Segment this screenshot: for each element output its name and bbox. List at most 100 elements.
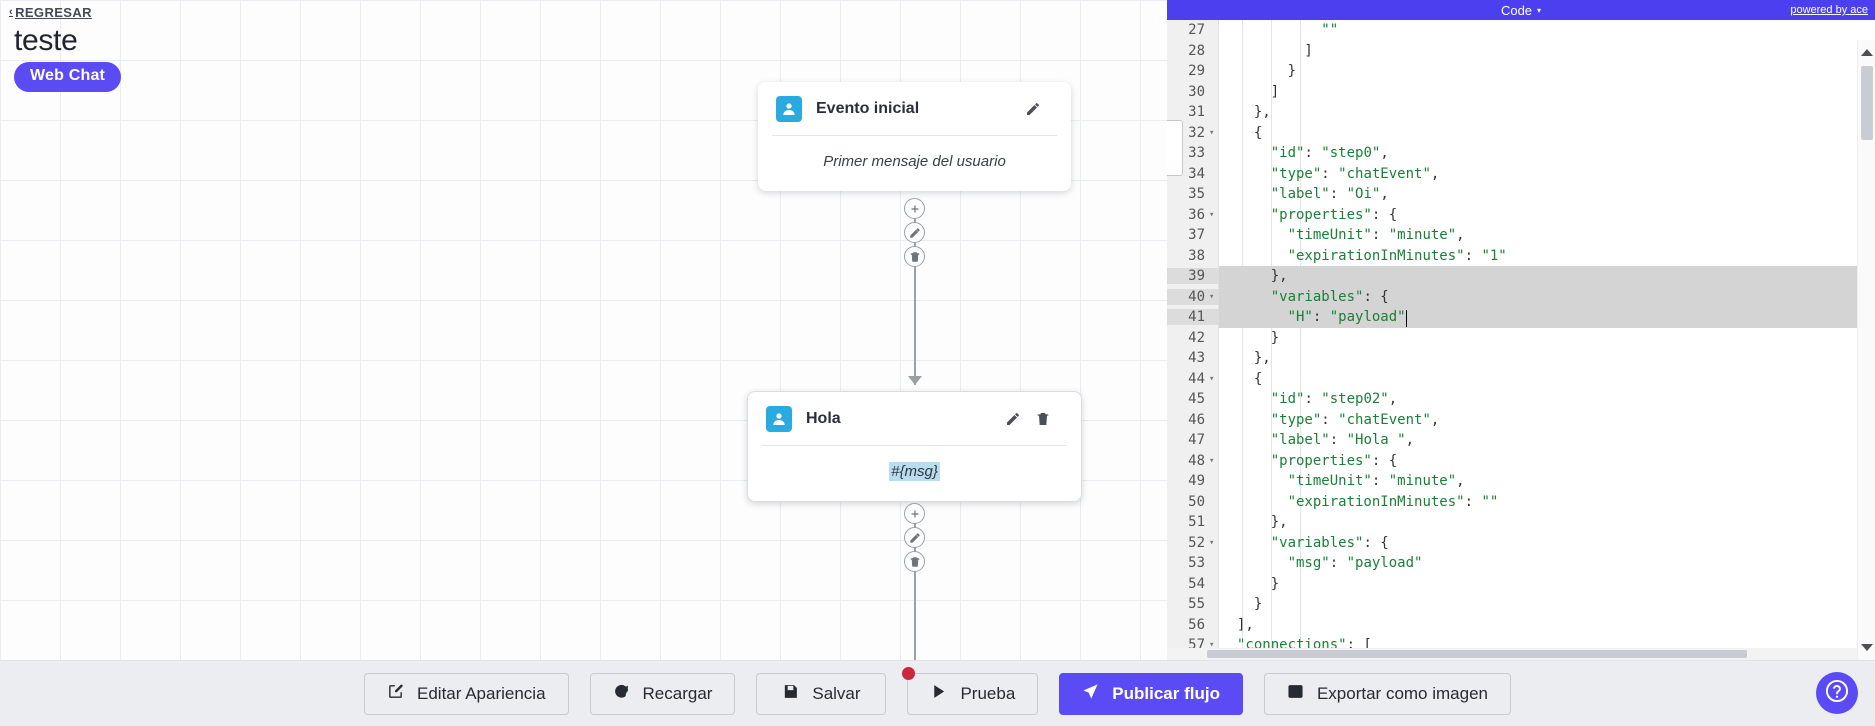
code-line[interactable]: 35 "label": "Oi", [1167, 184, 1875, 205]
test-button[interactable]: Prueba [902, 666, 1039, 715]
code-line[interactable]: 39 }, [1167, 266, 1875, 287]
code-fold-toggle-icon[interactable]: ▾ [1209, 373, 1215, 384]
pencil-icon[interactable] [904, 222, 925, 243]
page-title: teste [14, 24, 78, 57]
code-fold-toggle-icon[interactable]: ▾ [1209, 127, 1215, 138]
code-line[interactable]: 50 "expirationInMinutes": "" [1167, 492, 1875, 513]
code-fold-toggle-icon[interactable]: ▾ [1209, 291, 1215, 302]
code-line[interactable]: 29 } [1167, 61, 1875, 82]
code-line[interactable]: 30 ] [1167, 82, 1875, 103]
line-text: "id": "step0", [1270, 145, 1389, 162]
code-line[interactable]: 37 "timeUnit": "minute", [1167, 225, 1875, 246]
code-line[interactable]: 56], [1167, 615, 1875, 636]
code-line[interactable]: 33 "id": "step0", [1167, 143, 1875, 164]
code-line[interactable]: 32▾ { [1167, 123, 1875, 144]
selection-highlight [1219, 307, 1875, 328]
line-number: 52 [1188, 534, 1205, 551]
line-text: "variables": { [1270, 534, 1389, 551]
code-fold-toggle-icon[interactable]: ▾ [1209, 537, 1215, 548]
code-fold-toggle-icon[interactable]: ▾ [1209, 640, 1215, 651]
line-number: 29 [1188, 63, 1205, 80]
flow-node-evento-inicial[interactable]: Evento inicial Primer mensaje del usuari… [758, 82, 1071, 191]
code-line[interactable]: 53 "msg": "payload" [1167, 553, 1875, 574]
line-number: 43 [1188, 350, 1205, 367]
trash-icon[interactable] [904, 551, 925, 572]
code-line[interactable]: 51 }, [1167, 512, 1875, 533]
line-text: }, [1237, 268, 1288, 285]
button-label: Editar Apariencia [417, 683, 546, 703]
node-actions [1024, 101, 1041, 118]
line-text: "label": "Hola ", [1270, 432, 1415, 449]
line-text: { [1237, 124, 1263, 141]
line-text: "variables": { [1270, 288, 1389, 305]
code-line[interactable]: 41 "H": "payload" [1167, 307, 1875, 328]
connector-arrowhead [908, 376, 922, 385]
code-line[interactable]: 55 } [1167, 594, 1875, 615]
bottom-toolbar: Editar Apariencia Recargar Salvar Prueba [0, 660, 1875, 726]
node-title: Evento inicial [816, 100, 920, 117]
code-line[interactable]: 34 "type": "chatEvent", [1167, 164, 1875, 185]
save-button[interactable]: Salvar [756, 672, 887, 715]
panel-collapse-toggle[interactable] [1167, 120, 1183, 176]
line-text: "H": "payload" [1219, 309, 1407, 328]
code-line[interactable]: 38 "expirationInMinutes": "1" [1167, 246, 1875, 267]
code-line[interactable]: 45 "id": "step02", [1167, 389, 1875, 410]
code-line[interactable]: 28 ] [1167, 41, 1875, 62]
scrollbar-thumb[interactable] [1207, 650, 1747, 658]
code-line[interactable]: 46 "type": "chatEvent", [1167, 410, 1875, 431]
code-line[interactable]: 36▾ "properties": { [1167, 205, 1875, 226]
code-line[interactable]: 31 }, [1167, 102, 1875, 123]
line-text: } [1237, 596, 1263, 613]
node-header: Hola [762, 392, 1067, 446]
node-title: Hola [806, 410, 841, 427]
code-line[interactable]: 52 ▾ "variables": { [1167, 533, 1875, 554]
code-line[interactable]: 40▾ "variables": { [1167, 286, 1875, 307]
line-number: 33 [1188, 145, 1205, 162]
line-number: 51 [1188, 514, 1205, 531]
line-text: "expirationInMinutes": "" [1287, 493, 1499, 510]
code-editor-panel: Code ▾ powered by ace 27 ""28 ]29 }30 ]3… [1167, 0, 1875, 660]
scrollbar-thumb[interactable] [1861, 66, 1873, 140]
edit-appearance-button[interactable]: Editar Apariencia [364, 672, 569, 715]
reload-button[interactable]: Recargar [589, 672, 736, 715]
line-text: } [1237, 575, 1280, 592]
code-line[interactable]: 44 ▾ { [1167, 369, 1875, 390]
plus-icon[interactable] [904, 198, 925, 219]
line-number: 42 [1188, 329, 1205, 346]
code-line[interactable]: 42 } [1167, 328, 1875, 349]
line-number: 53 [1188, 555, 1205, 572]
edit-icon[interactable] [1024, 101, 1041, 118]
trash-icon[interactable] [904, 246, 925, 267]
code-line[interactable]: 54 } [1167, 574, 1875, 595]
pencil-icon[interactable] [904, 527, 925, 548]
code-vertical-scrollbar[interactable] [1857, 40, 1875, 660]
scroll-down-icon[interactable] [1860, 644, 1873, 651]
code-line[interactable]: 47 "label": "Hola ", [1167, 430, 1875, 451]
code-line[interactable]: 48▾ "properties": { [1167, 451, 1875, 472]
code-fold-toggle-icon[interactable]: ▾ [1209, 455, 1215, 466]
line-text: }, [1237, 104, 1271, 121]
trash-icon[interactable] [1034, 411, 1051, 428]
export-image-button[interactable]: Exportar como imagen [1263, 672, 1511, 715]
powered-by-ace-link[interactable]: powered by ace [1790, 4, 1868, 16]
edit-icon[interactable] [1004, 411, 1021, 428]
scroll-up-icon[interactable] [1860, 49, 1873, 56]
line-number: 44 [1188, 370, 1205, 387]
flow-node-hola[interactable]: Hola #{msg} [747, 391, 1082, 502]
line-number: 47 [1188, 432, 1205, 449]
code-line[interactable]: 27 "" [1167, 20, 1875, 41]
code-line[interactable]: 49 "timeUnit": "minute", [1167, 471, 1875, 492]
code-text-area[interactable]: 27 ""28 ]29 }30 ]31 },32▾ {33 "id": "ste… [1167, 20, 1875, 660]
refresh-icon [613, 683, 630, 705]
code-fold-toggle-icon[interactable]: ▾ [1209, 209, 1215, 220]
publish-flow-button[interactable]: Publicar flujo [1059, 672, 1243, 715]
code-horizontal-scrollbar[interactable] [1167, 648, 1857, 660]
back-link[interactable]: ‹ REGRESAR [9, 5, 92, 20]
code-line[interactable]: 43 }, [1167, 348, 1875, 369]
flow-canvas[interactable]: ‹ REGRESAR teste Web Chat Evento inicial [0, 0, 1167, 660]
line-text: { [1237, 370, 1263, 387]
help-button[interactable] [1816, 672, 1858, 714]
plus-icon[interactable] [904, 503, 925, 524]
code-panel-title: Code [1500, 2, 1533, 18]
code-panel-title-group[interactable]: Code ▾ [1501, 3, 1541, 18]
